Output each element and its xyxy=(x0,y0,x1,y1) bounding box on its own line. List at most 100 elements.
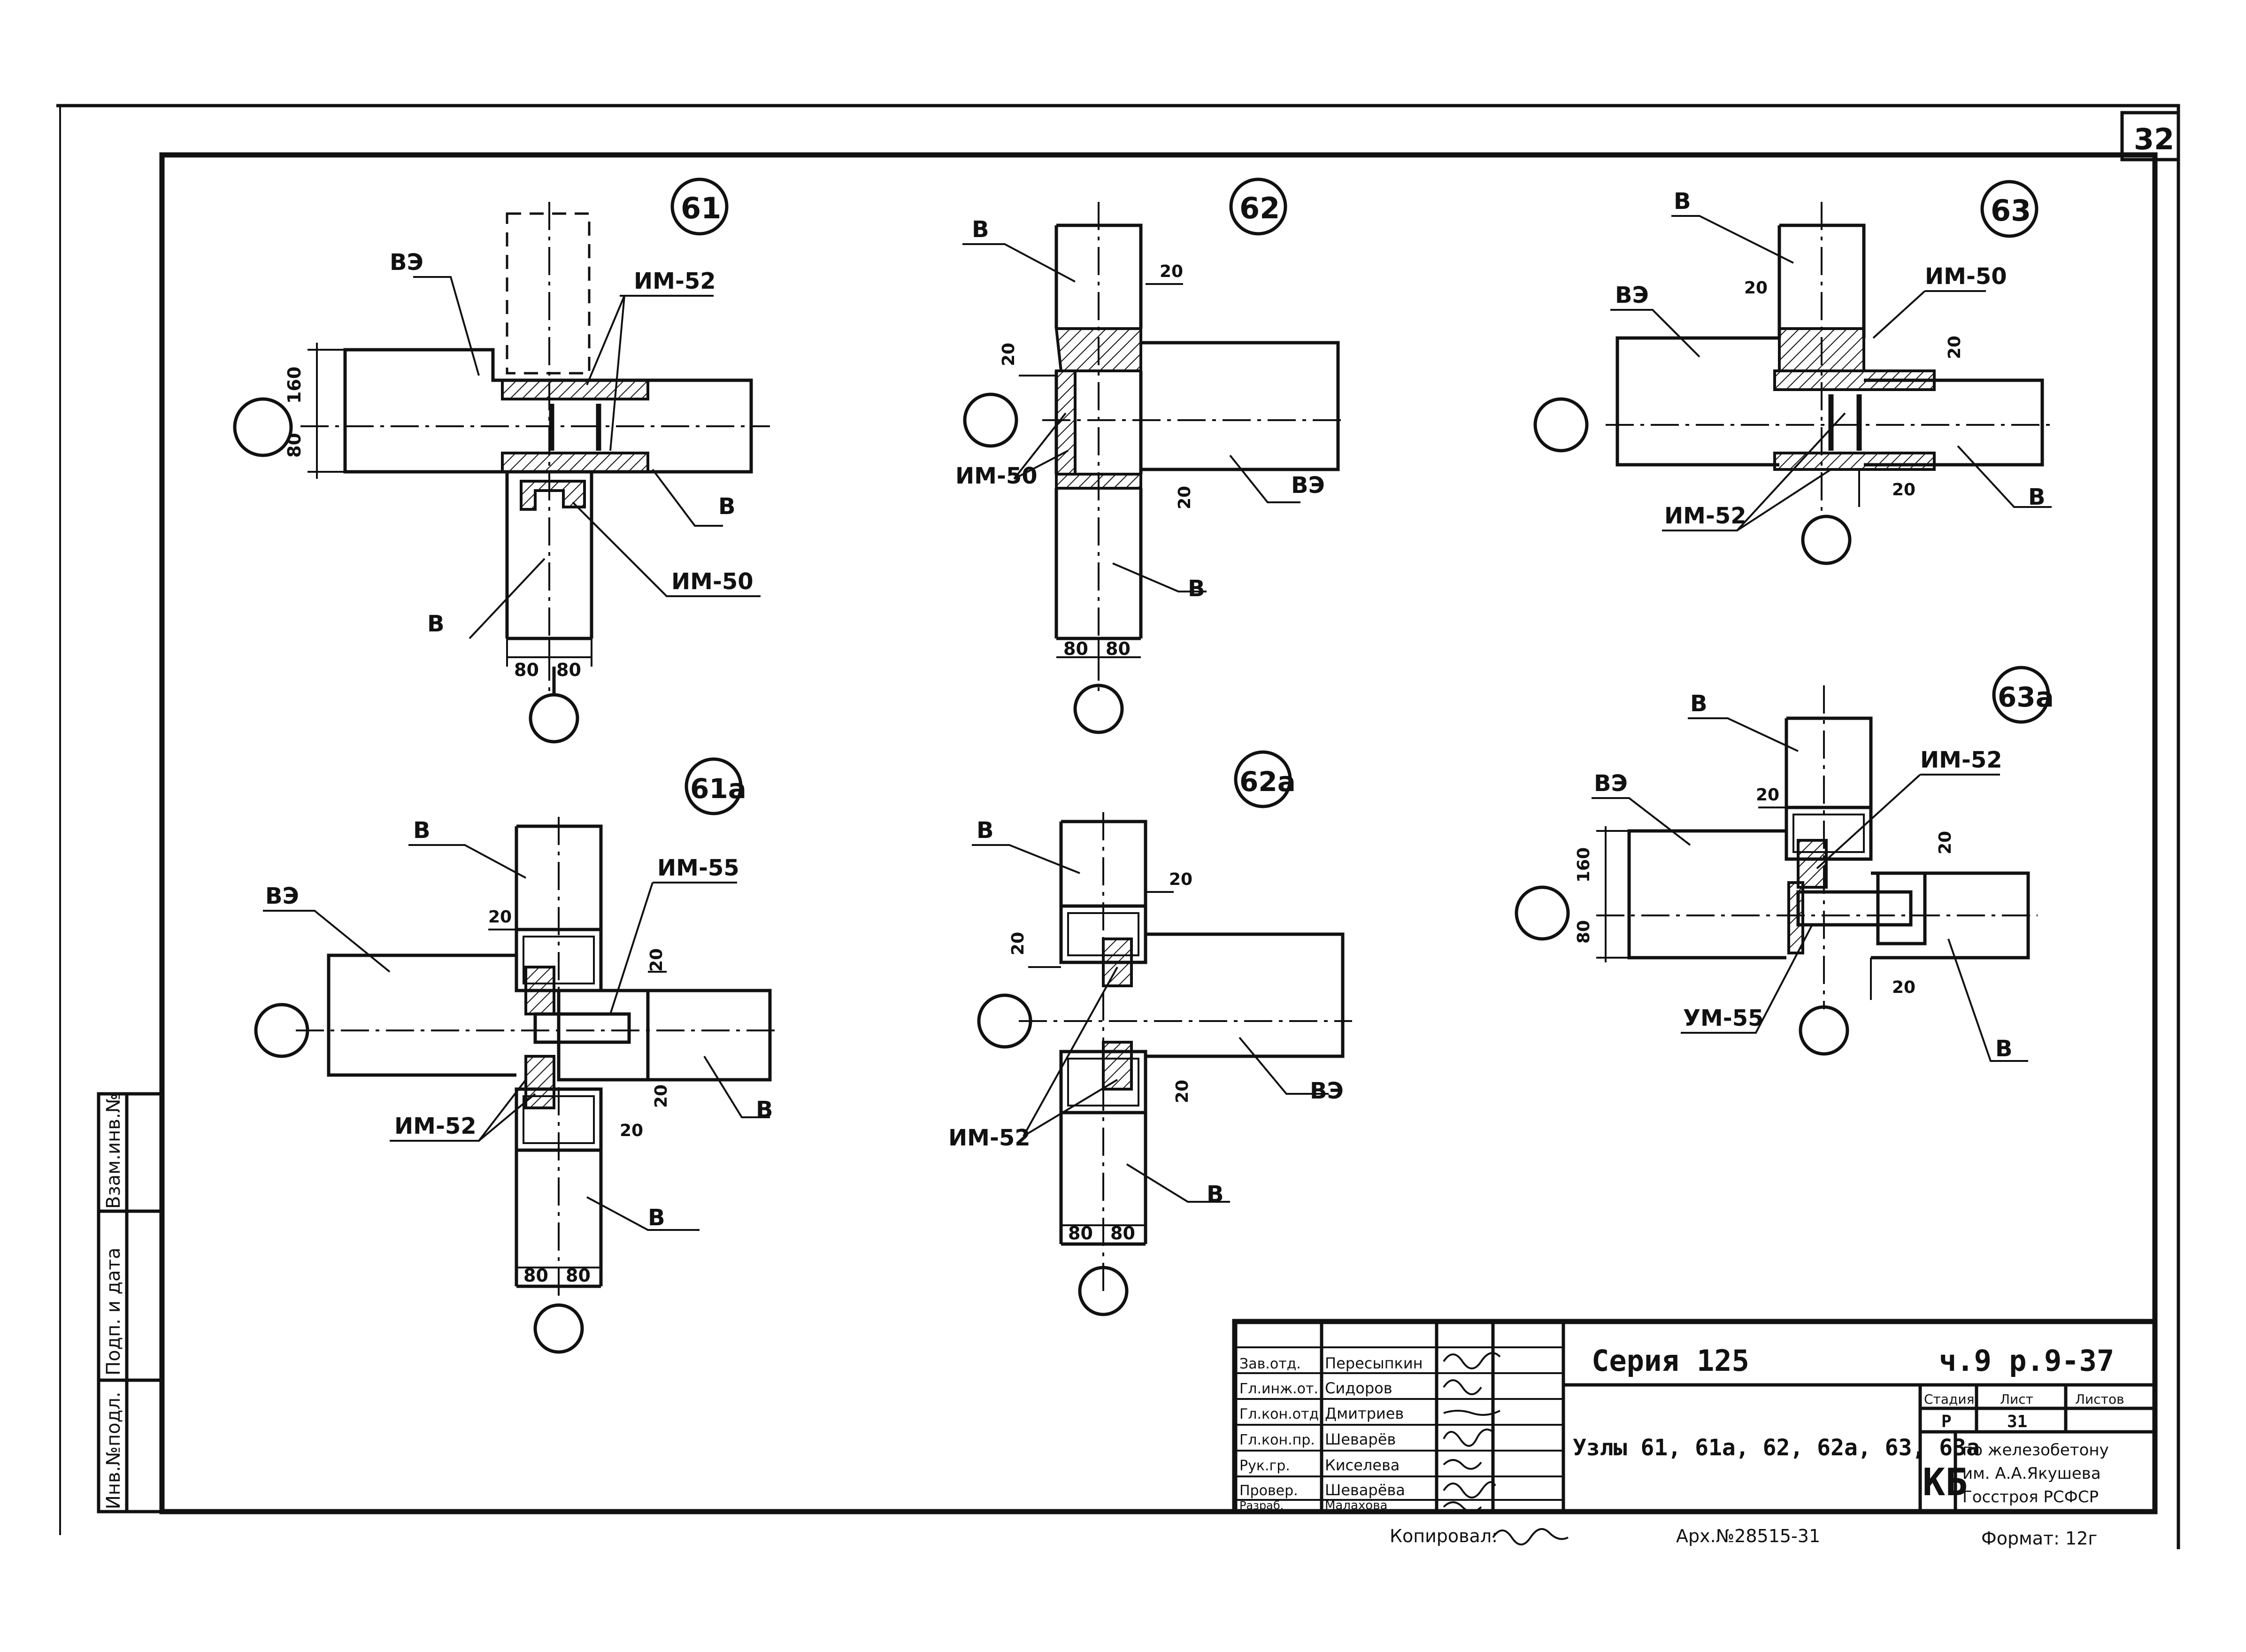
node-62a-dim-80a: 80 xyxy=(1068,1223,1093,1244)
node-63-dim-b: 20 xyxy=(1945,336,1964,359)
node-62a-upper-column xyxy=(1059,820,1147,906)
role-4: Рук.гр. xyxy=(1239,1458,1290,1474)
node-62-beam xyxy=(1141,341,1340,471)
node-61a-lower-column xyxy=(515,1150,603,1288)
name-1: Сидоров xyxy=(1325,1379,1392,1397)
node-62-dim-b: 20 xyxy=(999,343,1018,366)
node-63a-dim-b: 20 xyxy=(1936,831,1955,854)
node-62a-label-v-bottom: В xyxy=(1207,1181,1224,1207)
sheet-number: 32 xyxy=(2134,122,2174,156)
node-62-label-v-bottom: В xyxy=(1188,576,1205,602)
node-61-dim-80a: 80 xyxy=(514,660,539,680)
node-61-upper-column xyxy=(506,212,591,375)
sheet-header: Лист xyxy=(2000,1391,2033,1407)
node-61a-label-im52: ИМ-52 xyxy=(394,1113,477,1139)
node-61a-label-v-right: В xyxy=(756,1097,773,1123)
node-62a-lower-column xyxy=(1059,1113,1147,1246)
node-63a-dim-a: 20 xyxy=(1756,785,1779,805)
name-6: Малахова xyxy=(1325,1498,1387,1513)
node-63-dim-a: 20 xyxy=(1744,278,1768,298)
node-63-dim-c: 20 xyxy=(1892,480,1915,499)
node-61: 61 160 80 80 80 ВЭ ИМ-52 В xyxy=(233,177,770,744)
node-63a-upper-column xyxy=(1784,716,1873,807)
node-63a-tag: 63а xyxy=(1998,681,2054,713)
node-62a-dim-80b: 80 xyxy=(1110,1223,1135,1244)
node-62-label-v-top: В xyxy=(972,216,989,243)
node-61a-dim-d: 20 xyxy=(620,1121,643,1140)
node-62a-label-ve: ВЭ xyxy=(1310,1078,1344,1104)
node-62-upper-column xyxy=(1054,223,1143,329)
node-62a-dim-a: 20 xyxy=(1169,870,1192,889)
node-61a-tag: 61а xyxy=(690,773,746,805)
name-2: Дмитриев xyxy=(1325,1405,1404,1422)
node-63a-label-v-right: В xyxy=(1995,1036,2013,1062)
title-block: Зав.отд. Гл.инж.от. Гл.кон.отд. Гл.кон.п… xyxy=(1232,1319,2158,1514)
doc-code: ч.9 р.9-37 xyxy=(1939,1344,2114,1378)
copied-label: Копировал: xyxy=(1390,1526,1498,1546)
node-61a-dim-80b: 80 xyxy=(566,1265,591,1286)
node-63-upper-column xyxy=(1777,223,1866,338)
node-61a-beam-right xyxy=(601,989,772,1082)
node-61a-dim-b: 20 xyxy=(647,948,666,972)
org-line-3: Госстроя РСФСР xyxy=(1962,1488,2099,1506)
name-3: Шеварёв xyxy=(1325,1430,1396,1448)
node-61a-dim-a: 20 xyxy=(488,907,512,927)
node-61a-upper-column xyxy=(515,824,603,930)
node-63-label-ve: ВЭ xyxy=(1615,282,1649,308)
sheet-format: Формат: 12г xyxy=(1981,1528,2097,1549)
sheet-number-box xyxy=(2120,111,2180,161)
name-5: Шеварёва xyxy=(1325,1481,1405,1499)
role-5: Провер. xyxy=(1239,1483,1298,1499)
node-62a-label-im52: ИМ-52 xyxy=(948,1125,1031,1151)
node-61a-label-v-bottom: В xyxy=(648,1205,665,1231)
archive-number: Арх.№28515-31 xyxy=(1676,1526,1820,1546)
copied-signature xyxy=(1492,1528,1569,1545)
org-line-2: им. А.А.Якушева xyxy=(1962,1464,2101,1483)
node-63: 63 20 20 20 В ВЭ ИМ-50 ИМ-52 В xyxy=(1533,180,2056,565)
stage-header: Стадия xyxy=(1924,1391,1974,1407)
stamp-sign-label: Подп. и дата xyxy=(103,1248,124,1375)
series-label: Серия 125 xyxy=(1592,1344,1749,1378)
node-61a-label-ve: ВЭ xyxy=(265,883,299,909)
node-63-tag: 63 xyxy=(1991,193,2031,228)
node-62a-tag: 62а xyxy=(1239,766,1296,798)
node-61-label-im50: ИМ-50 xyxy=(671,569,754,595)
sheets-header: Листов xyxy=(2075,1391,2124,1407)
node-61a-label-v-top: В xyxy=(413,817,431,844)
node-63a-label-ve: ВЭ xyxy=(1594,770,1628,797)
node-62-dim-80b: 80 xyxy=(1106,638,1131,659)
node-63a-dim-160: 160 xyxy=(1574,847,1593,883)
signatures xyxy=(1443,1352,1501,1513)
node-63-beam-left xyxy=(1615,336,1779,467)
node-63a: 63а 20 160 80 20 20 В ВЭ ИМ-52 УМ-55 xyxy=(1515,666,2054,1062)
outer-border xyxy=(56,104,2180,1549)
name-4: Киселева xyxy=(1325,1456,1400,1474)
role-6: Разраб. xyxy=(1239,1499,1284,1512)
node-61-label-v-right: В xyxy=(718,493,736,520)
name-0: Пересыпкин xyxy=(1325,1354,1423,1372)
node-63-label-v-right: В xyxy=(2028,484,2046,510)
node-62-label-ve: ВЭ xyxy=(1291,472,1325,499)
node-61-dim-80v: 80 xyxy=(284,433,305,458)
role-0: Зав.отд. xyxy=(1239,1356,1301,1372)
inner-frame xyxy=(159,152,2158,1514)
node-63-label-v-top: В xyxy=(1674,188,1691,215)
node-63a-label-um55: УМ-55 xyxy=(1683,1005,1764,1031)
node-61-tag: 61 xyxy=(681,191,721,225)
node-61-label-im52: ИМ-52 xyxy=(634,268,716,294)
stamp-replace-label: Взам.инв.№ xyxy=(103,1093,124,1209)
node-62a-dim-c: 20 xyxy=(1173,1080,1192,1103)
node-62a-label-v-top: В xyxy=(977,817,994,844)
node-63a-dim-c: 20 xyxy=(1892,978,1915,997)
node-63-label-im52: ИМ-52 xyxy=(1664,503,1746,529)
node-61a-beam-left xyxy=(327,953,516,1077)
node-62a-dim-b: 20 xyxy=(1008,932,1028,955)
sheet-value: 31 xyxy=(2007,1412,2027,1431)
node-63a-label-v-top: В xyxy=(1690,691,1708,717)
node-61a-dim-c: 20 xyxy=(652,1084,671,1108)
node-62: 62 20 20 20 80 80 В ИМ-50 ВЭ В xyxy=(955,177,1347,734)
node-61-label-ve: ВЭ xyxy=(390,249,423,276)
stamp-inv-label: Инв.№подл. xyxy=(103,1391,124,1509)
